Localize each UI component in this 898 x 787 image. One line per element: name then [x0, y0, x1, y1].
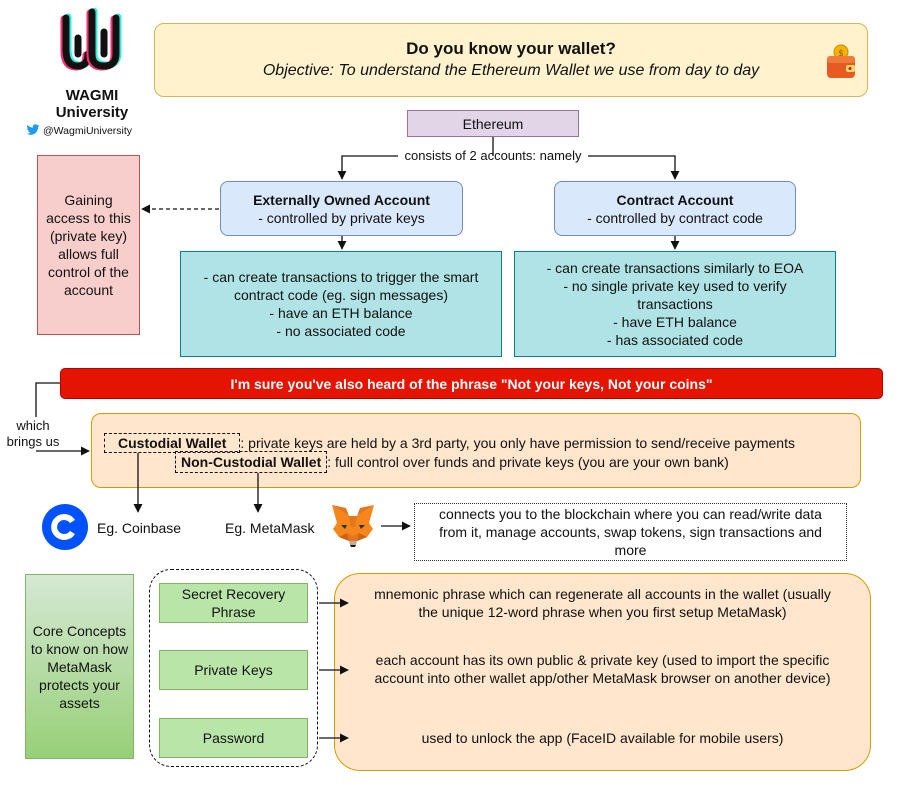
brings-us-label: which brings us: [2, 417, 64, 451]
access-note-line: account: [63, 282, 114, 298]
custodial-label: Custodial Wallet: [104, 433, 241, 453]
eoa-detail-line: - have an ETH balance: [269, 305, 413, 321]
twitter-handle: @WagmiUniversity: [43, 125, 133, 137]
core-concepts-line: assets: [59, 694, 100, 711]
wallet-types-box: [91, 413, 861, 488]
page-title: Do you know your wallet?: [406, 39, 616, 58]
header-box: Do you know your wallet? Objective: To u…: [154, 23, 868, 97]
concept-description-line: each account has its own public & privat…: [375, 652, 830, 668]
core-concepts-line: Core Concepts: [32, 622, 127, 639]
concept-secret-recovery-phrase: Secret Recovery Phrase: [159, 583, 308, 623]
contract-detail-line: - can create transactions similarly to E…: [546, 260, 804, 276]
arrow-to-eoa: [337, 155, 398, 180]
ethereum-label: Ethereum: [462, 115, 524, 132]
concept-label-line: Password: [202, 730, 265, 746]
concept-label-line: Secret Recovery: [181, 586, 286, 602]
brings-us-line2: brings us: [6, 434, 60, 449]
brand-name: WAGMI University: [30, 86, 154, 122]
banner-to-wallets: [35, 382, 60, 417]
metamask-note-line: more: [614, 542, 647, 558]
twitter-icon: [26, 123, 40, 139]
concept-password: Password: [159, 718, 308, 758]
access-note-line: Gaining: [64, 192, 113, 208]
metamask-note-box: connects you to the blockchain where you…: [414, 503, 847, 561]
metamask-note-line: from it, manage accounts, swap tokens, s…: [439, 524, 822, 540]
concept-label-line: Phrase: [211, 604, 256, 620]
contract-account-title: Contract Account: [616, 191, 734, 208]
concepts-group: [149, 569, 318, 767]
contract-detail-line: - have ETH balance: [613, 314, 737, 330]
metamask-fox-icon: [329, 503, 377, 547]
brand-name-line1: WAGMI: [65, 87, 119, 104]
access-note-line: (private key): [49, 228, 128, 244]
wagmi-logo-icon: [52, 7, 132, 84]
noncustodial-label: Non-Custodial Wallet: [175, 451, 328, 473]
eoa-subtitle: - controlled by private keys: [258, 209, 425, 226]
access-note-line: access to this: [46, 210, 131, 226]
concept-descriptions-box: [334, 573, 871, 771]
contract-detail-line: - has associated code: [606, 332, 744, 348]
eoa-title: Externally Owned Account: [253, 191, 430, 208]
eoa-detail-line: - can create transactions to trigger the…: [203, 269, 479, 285]
access-note-line: control of the: [48, 264, 129, 280]
arrow-to-contract: [588, 155, 680, 180]
phrase-banner: I'm sure you've also heard of the phrase…: [60, 368, 883, 399]
access-note-line: allows full: [58, 246, 119, 262]
eoa-details-box: - can create transactions to trigger the…: [180, 251, 502, 357]
core-concepts-box: Core Concepts to know on how MetaMask pr…: [25, 574, 134, 759]
concept-description: used to unlock the app (FaceID available…: [340, 728, 865, 748]
phrase-banner-text: I'm sure you've also heard of the phrase…: [230, 375, 713, 392]
eoa-detail-line: - no associated code: [276, 323, 406, 339]
eoa-detail-line: contract code (eg. sign messages): [234, 287, 448, 303]
coinbase-icon: [42, 504, 88, 550]
brand-name-line2: University: [55, 104, 129, 121]
twitter-handle-row[interactable]: @WagmiUniversity: [26, 123, 166, 139]
metamask-example: Eg. MetaMask: [225, 520, 315, 536]
contract-account-subtitle: - controlled by contract code: [587, 209, 763, 226]
connector-label: consists of 2 accounts: namely: [398, 147, 588, 165]
coinbase-example: Eg. Coinbase: [97, 520, 182, 536]
contract-detail-line: - no single private key used to verify: [563, 278, 787, 294]
concept-description: each account has its own public & privat…: [340, 650, 865, 688]
noncustodial-desc: : full control over funds and private ke…: [327, 454, 729, 470]
core-concepts-line: MetaMask: [47, 658, 112, 675]
contract-account-box: Contract Account - controlled by contrac…: [554, 181, 796, 236]
concept-description-line: mnemonic phrase which can regenerate all…: [374, 586, 831, 602]
wallet-icon: $: [824, 44, 858, 80]
concept-description: mnemonic phrase which can regenerate all…: [340, 584, 865, 622]
core-concepts-line: protects your: [39, 676, 120, 693]
page-subtitle: Objective: To understand the Ethereum Wa…: [262, 62, 760, 79]
eoa-box: Externally Owned Account - controlled by…: [220, 181, 463, 236]
concept-label-line: Private Keys: [194, 662, 273, 678]
ethereum-node: Ethereum: [407, 110, 579, 137]
concept-private-keys: Private Keys: [159, 650, 308, 690]
noncustodial-row: Non-Custodial Wallet : full control over…: [175, 451, 855, 473]
concept-description-line: used to unlock the app (FaceID available…: [421, 730, 784, 746]
custodial-row: Custodial Wallet : private keys are held…: [104, 433, 854, 453]
svg-text:$: $: [838, 49, 844, 59]
concept-description-line: the unique 12-word phrase when you first…: [418, 604, 787, 620]
metamask-note-line: connects you to the blockchain where you…: [439, 506, 822, 522]
core-concepts-line: to know on how: [30, 640, 129, 657]
access-note-box: Gaining access to this (private key) all…: [37, 155, 140, 335]
concept-description-line: account into other wallet app/other Meta…: [374, 670, 831, 686]
brings-us-line1: which: [16, 418, 50, 433]
contract-detail-line: transactions: [637, 296, 713, 312]
contract-details-box: - can create transactions similarly to E…: [514, 251, 836, 357]
custodial-desc: : private keys are held by a 3rd party, …: [240, 435, 795, 451]
